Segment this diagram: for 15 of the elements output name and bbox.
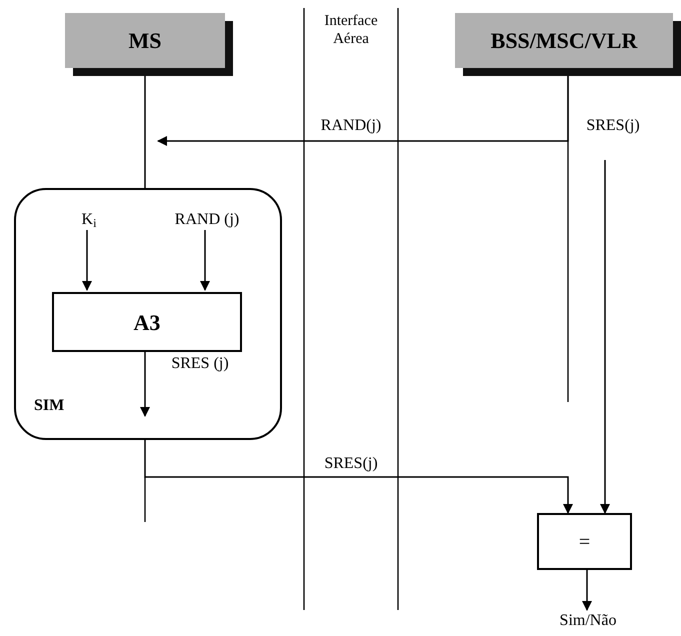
algorithm-box: A3 xyxy=(52,292,242,352)
arrow xyxy=(600,160,610,514)
sim-container xyxy=(14,188,282,440)
arrow xyxy=(582,570,592,611)
entity-header-box: MS xyxy=(65,13,225,68)
result-label: Sim/Não xyxy=(550,610,626,632)
entity-header-box: BSS/MSC/VLR xyxy=(455,13,673,68)
arrow xyxy=(144,440,573,514)
arrow xyxy=(140,350,150,417)
input-label: K$_{i}$ xyxy=(72,208,106,232)
input-label: RAND (j) xyxy=(162,208,252,232)
arrow xyxy=(200,230,210,291)
arrow xyxy=(82,230,92,291)
comparator-box: = xyxy=(537,513,632,570)
container-title: SIM xyxy=(34,396,64,416)
